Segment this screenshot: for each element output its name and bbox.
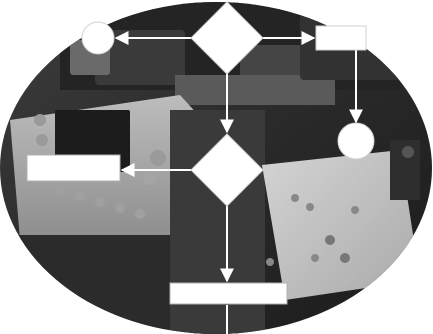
terminal-right-node (337, 122, 375, 160)
process-right-node (315, 25, 367, 51)
terminal-left-node (81, 21, 115, 55)
process-left-node (26, 154, 121, 182)
decision-middle-node (190, 133, 264, 207)
connectors (114, 31, 363, 334)
process-bottom-node (169, 282, 288, 305)
nodes (26, 1, 375, 305)
decision-top-node (190, 1, 264, 75)
